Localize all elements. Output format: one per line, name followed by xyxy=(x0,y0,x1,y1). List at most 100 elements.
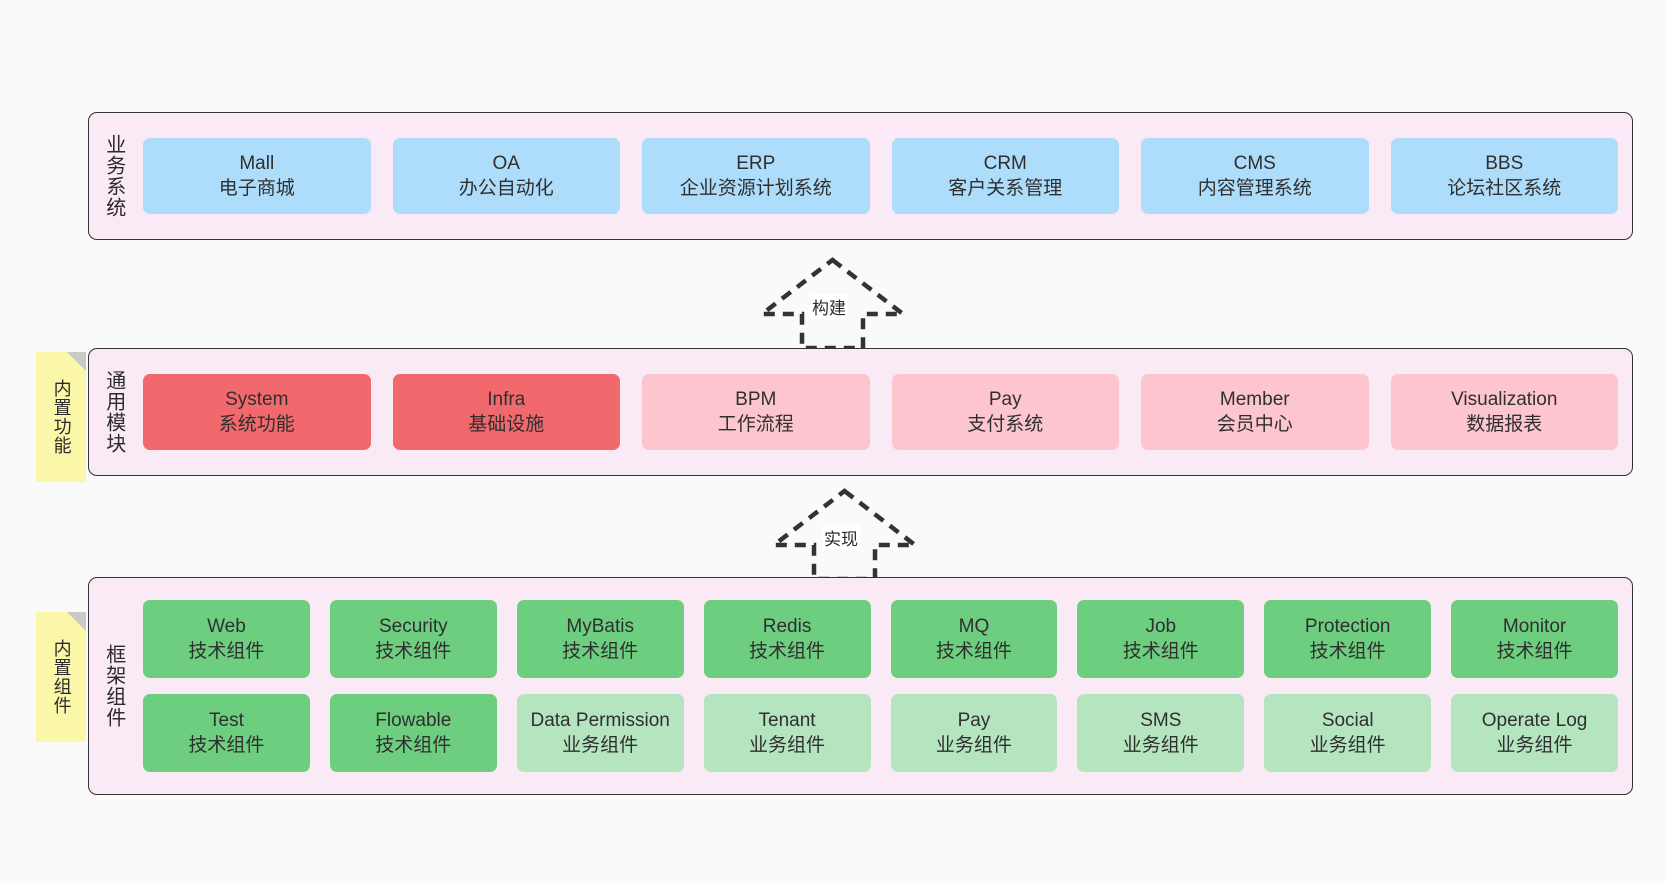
box-name: Pay xyxy=(988,388,1022,410)
business-box-erp[interactable]: ERP 企业资源计划系统 xyxy=(642,138,870,214)
framework-row-tech: Web 技术组件 Security 技术组件 MyBatis 技术组件 Redi… xyxy=(143,600,1618,678)
box-name: Monitor xyxy=(1502,615,1567,637)
box-desc: 办公自动化 xyxy=(458,178,554,199)
component-box-mybatis[interactable]: MyBatis 技术组件 xyxy=(516,600,684,678)
box-name: ERP xyxy=(736,152,776,174)
component-box-flowable[interactable]: Flowable 技术组件 xyxy=(329,694,497,772)
box-desc: 业务组件 xyxy=(1309,735,1386,756)
component-box-web[interactable]: Web 技术组件 xyxy=(143,600,310,678)
framework-row-business: Test 技术组件 Flowable 技术组件 Data Permission … xyxy=(143,694,1618,772)
box-name: CMS xyxy=(1233,152,1276,174)
box-desc: 业务组件 xyxy=(935,735,1012,756)
box-name: Security xyxy=(378,615,448,637)
common-row: System 系统功能 Infra 基础设施 BPM 工作流程 Pay 支付系统… xyxy=(143,374,1618,450)
layer-business-system[interactable]: 业务系统 Mall 电子商城 OA 办公自动化 ERP 企业资源计划系统 CRM… xyxy=(88,112,1633,240)
box-desc: 基础设施 xyxy=(468,414,545,435)
box-name: Web xyxy=(207,615,246,637)
box-name: Infra xyxy=(487,388,526,410)
box-name: BBS xyxy=(1485,152,1524,174)
component-box-data-permission[interactable]: Data Permission 业务组件 xyxy=(516,694,684,772)
box-name: Mall xyxy=(239,152,275,174)
component-box-protection[interactable]: Protection 技术组件 xyxy=(1264,600,1432,678)
sticky-note-label: 内置功能 xyxy=(51,379,72,455)
business-box-crm[interactable]: CRM 客户关系管理 xyxy=(891,138,1119,214)
arrow-implement: 实现 xyxy=(767,488,922,582)
box-desc: 技术组件 xyxy=(188,735,265,756)
box-desc: 技术组件 xyxy=(375,735,452,756)
box-desc: 业务组件 xyxy=(562,735,639,756)
business-row: Mall 电子商城 OA 办公自动化 ERP 企业资源计划系统 CRM 客户关系… xyxy=(143,138,1618,214)
box-desc: 技术组件 xyxy=(1309,641,1386,662)
box-desc: 数据报表 xyxy=(1466,414,1543,435)
module-box-infra[interactable]: Infra 基础设施 xyxy=(392,374,620,450)
box-desc: 技术组件 xyxy=(935,641,1012,662)
box-desc: 客户关系管理 xyxy=(948,178,1063,199)
component-box-mq[interactable]: MQ 技术组件 xyxy=(890,600,1058,678)
component-box-pay[interactable]: Pay 业务组件 xyxy=(890,694,1058,772)
business-box-cms[interactable]: CMS 内容管理系统 xyxy=(1141,138,1369,214)
business-box-mall[interactable]: Mall 电子商城 xyxy=(143,138,371,214)
box-desc: 会员中心 xyxy=(1216,414,1293,435)
sticky-note-label: 内置组件 xyxy=(51,639,72,715)
box-name: System xyxy=(225,388,289,410)
box-name: Visualization xyxy=(1451,388,1558,410)
component-box-test[interactable]: Test 技术组件 xyxy=(143,694,310,772)
component-box-redis[interactable]: Redis 技术组件 xyxy=(703,600,871,678)
box-desc: 技术组件 xyxy=(562,641,639,662)
arrow-implement-label: 实现 xyxy=(822,525,860,550)
module-box-member[interactable]: Member 会员中心 xyxy=(1141,374,1369,450)
box-name: Redis xyxy=(762,615,812,637)
box-name: Flowable xyxy=(375,709,452,731)
box-name: BPM xyxy=(735,388,777,410)
layer-common-module[interactable]: 通用模块 System 系统功能 Infra 基础设施 BPM 工作流程 Pay… xyxy=(88,348,1633,476)
component-box-operate-log[interactable]: Operate Log 业务组件 xyxy=(1451,694,1618,772)
box-desc: 业务组件 xyxy=(1122,735,1199,756)
layer-framework-component-title: 框架组件 xyxy=(102,644,125,728)
component-box-social[interactable]: Social 业务组件 xyxy=(1264,694,1432,772)
layer-business-system-title: 业务系统 xyxy=(102,134,125,218)
component-box-job[interactable]: Job 技术组件 xyxy=(1077,600,1245,678)
box-name: Protection xyxy=(1304,615,1391,637)
box-name: Pay xyxy=(957,709,991,731)
box-desc: 支付系统 xyxy=(967,414,1044,435)
box-name: MQ xyxy=(958,615,990,637)
box-desc: 业务组件 xyxy=(1496,735,1573,756)
module-box-bpm[interactable]: BPM 工作流程 xyxy=(642,374,870,450)
sticky-note-builtin-component[interactable]: 内置组件 xyxy=(36,612,86,742)
module-box-pay[interactable]: Pay 支付系统 xyxy=(891,374,1119,450)
box-name: CRM xyxy=(983,152,1027,174)
box-desc: 企业资源计划系统 xyxy=(679,178,832,199)
box-name: Operate Log xyxy=(1481,709,1588,731)
box-name: SMS xyxy=(1140,709,1182,731)
box-desc: 工作流程 xyxy=(717,414,794,435)
box-desc: 技术组件 xyxy=(188,641,265,662)
layer-business-system-body: Mall 电子商城 OA 办公自动化 ERP 企业资源计划系统 CRM 客户关系… xyxy=(137,113,1632,239)
box-desc: 电子商城 xyxy=(218,178,295,199)
box-desc: 内容管理系统 xyxy=(1197,178,1312,199)
business-box-oa[interactable]: OA 办公自动化 xyxy=(392,138,620,214)
box-name: Job xyxy=(1145,615,1177,637)
module-box-visualization[interactable]: Visualization 数据报表 xyxy=(1390,374,1618,450)
arrow-build: 构建 xyxy=(755,257,910,351)
sticky-note-builtin-function[interactable]: 内置功能 xyxy=(36,352,86,482)
box-name: Member xyxy=(1219,388,1290,410)
box-desc: 技术组件 xyxy=(1496,641,1573,662)
box-name: MyBatis xyxy=(566,615,634,637)
component-box-security[interactable]: Security 技术组件 xyxy=(329,600,497,678)
layer-framework-component-body: Web 技术组件 Security 技术组件 MyBatis 技术组件 Redi… xyxy=(137,578,1632,794)
box-name: Test xyxy=(209,709,244,731)
box-name: OA xyxy=(492,152,520,174)
layer-common-module-body: System 系统功能 Infra 基础设施 BPM 工作流程 Pay 支付系统… xyxy=(137,349,1632,475)
layer-framework-component[interactable]: 框架组件 Web 技术组件 Security 技术组件 MyBatis 技术组件… xyxy=(88,577,1633,795)
box-desc: 技术组件 xyxy=(749,641,826,662)
module-box-system[interactable]: System 系统功能 xyxy=(143,374,371,450)
box-desc: 论坛社区系统 xyxy=(1447,178,1562,199)
arrow-build-label: 构建 xyxy=(810,294,848,319)
component-box-tenant[interactable]: Tenant 业务组件 xyxy=(703,694,871,772)
business-box-bbs[interactable]: BBS 论坛社区系统 xyxy=(1390,138,1618,214)
box-name: Social xyxy=(1321,709,1374,731)
component-box-monitor[interactable]: Monitor 技术组件 xyxy=(1451,600,1618,678)
component-box-sms[interactable]: SMS 业务组件 xyxy=(1077,694,1245,772)
folded-corner-icon xyxy=(67,612,86,631)
